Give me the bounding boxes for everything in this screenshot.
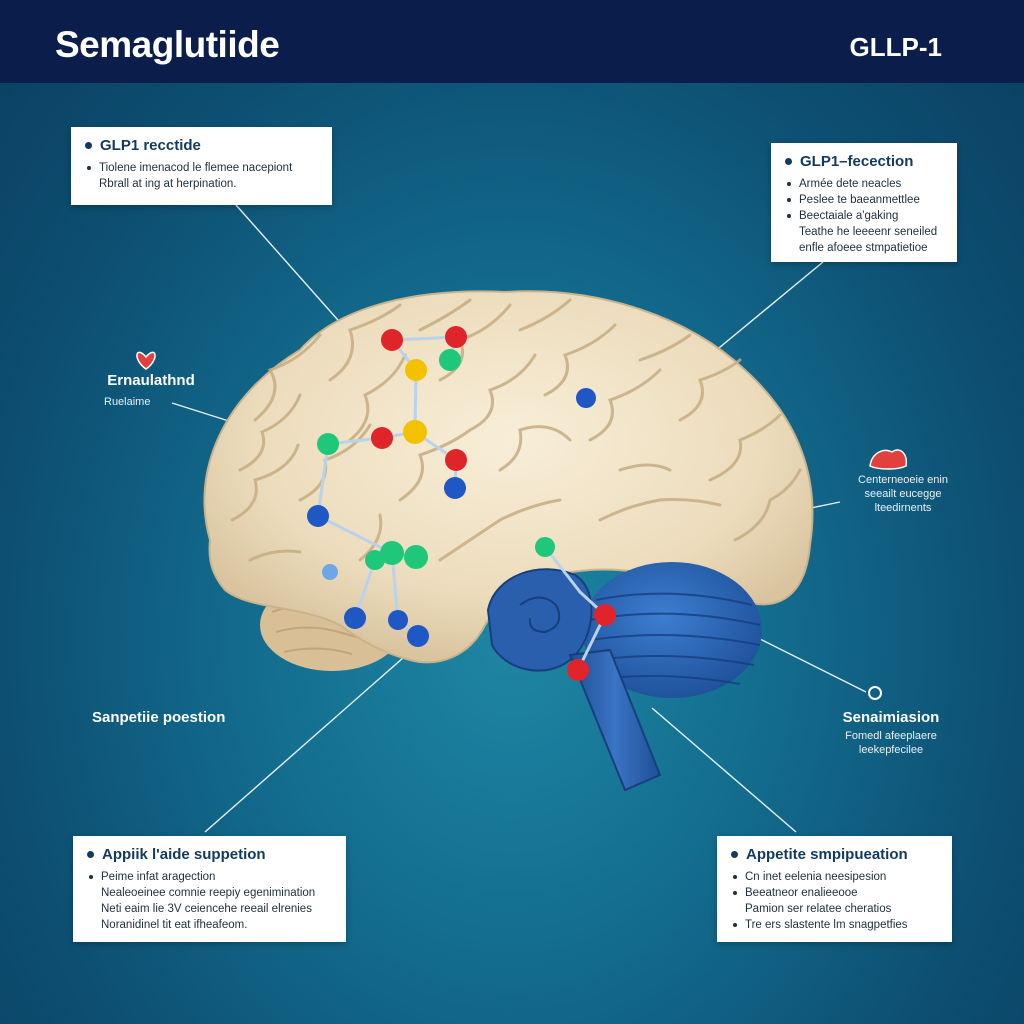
- label-left-top: Ernaulathnd Ruelaime: [96, 372, 206, 409]
- box-title: Appiik l'aide suppetion: [102, 846, 266, 863]
- box-line: Noranidinel tit eat ifheafeom.: [101, 919, 248, 931]
- box-line: Rbrall at ing at herpination.: [99, 178, 237, 190]
- box-title: GLP1–fecection: [800, 153, 914, 170]
- box-line: Peslee te baeanmettlee: [787, 192, 943, 208]
- label-title: Ernaulathnd: [107, 372, 195, 389]
- label-line: Fomedl afeeplaere: [845, 730, 937, 742]
- box-line: Tre ers slastente lm snagpetfies: [733, 917, 938, 933]
- box-line: enfle afoeee stmpatietioe: [799, 242, 928, 254]
- box-title: GLP1 recctide: [100, 137, 201, 154]
- heart-icon: [136, 351, 156, 370]
- label-right-mid: Centerneoeie enin seeailt eucegge lteedi…: [828, 473, 978, 515]
- bullet-icon: [731, 851, 738, 858]
- info-box-bottom-right: Appetite smpipueation Cn inet eelenia ne…: [717, 836, 952, 942]
- info-box-bottom-left: Appiik l'aide suppetion Peime infat arag…: [73, 836, 346, 942]
- label-title: Senaimiasion: [842, 709, 940, 726]
- label-title: Sanpetiie poestion: [92, 709, 226, 726]
- brainstem: [568, 648, 662, 792]
- molecule-atoms: [307, 326, 616, 681]
- organ-icon: [869, 449, 908, 470]
- label-line: seeailt eucegge: [864, 488, 942, 500]
- page-title: Semaglutiide: [55, 24, 280, 65]
- box-line: Beectaiale a'gaking: [787, 208, 943, 224]
- box-line: Teathe he leeeenr seneiled: [799, 226, 938, 238]
- info-box-top-right: GLP1–fecection Armée dete neacles Peslee…: [771, 143, 957, 262]
- bullet-icon: [85, 142, 92, 149]
- label-sub: Ruelaime: [104, 396, 151, 408]
- box-line: Nealeoeinee comnie reepiy egenimination: [101, 887, 316, 899]
- box-line: Beeatneor enalieeooe: [733, 885, 938, 901]
- circle-arrow-icon: [868, 686, 882, 700]
- label-line: Centerneoeie enin: [858, 474, 948, 486]
- box-line: Pamion ser relatee cheratios: [745, 903, 892, 915]
- box-line: Armée dete neacles: [787, 176, 943, 192]
- bullet-icon: [785, 158, 792, 165]
- limbic-region: [486, 568, 593, 672]
- label-right-bottom: Senaimiasion Fomedl afeeplaere leekepfec…: [826, 709, 956, 757]
- label-left-bottom: Sanpetiie poestion: [92, 709, 252, 726]
- label-line: lteedirnents: [874, 502, 932, 514]
- box-line: Neti eaim lie 3V ceiencehe reeail elreni…: [101, 903, 312, 915]
- box-line: Tiolene imenacod le flemee nacepiont: [87, 160, 318, 176]
- bullet-icon: [87, 851, 94, 858]
- header-bar: Semaglutiide GLLP-1: [0, 0, 1024, 83]
- label-line: leekepfecilee: [858, 744, 924, 756]
- header-tag: GLLP-1: [849, 32, 942, 62]
- box-line: Peime infat aragection: [89, 869, 332, 885]
- box-title: Appetite smpipueation: [746, 846, 908, 863]
- box-line: Cn inet eelenia neesipesion: [733, 869, 938, 885]
- info-box-top-left: GLP1 recctide Tiolene imenacod le flemee…: [71, 127, 332, 205]
